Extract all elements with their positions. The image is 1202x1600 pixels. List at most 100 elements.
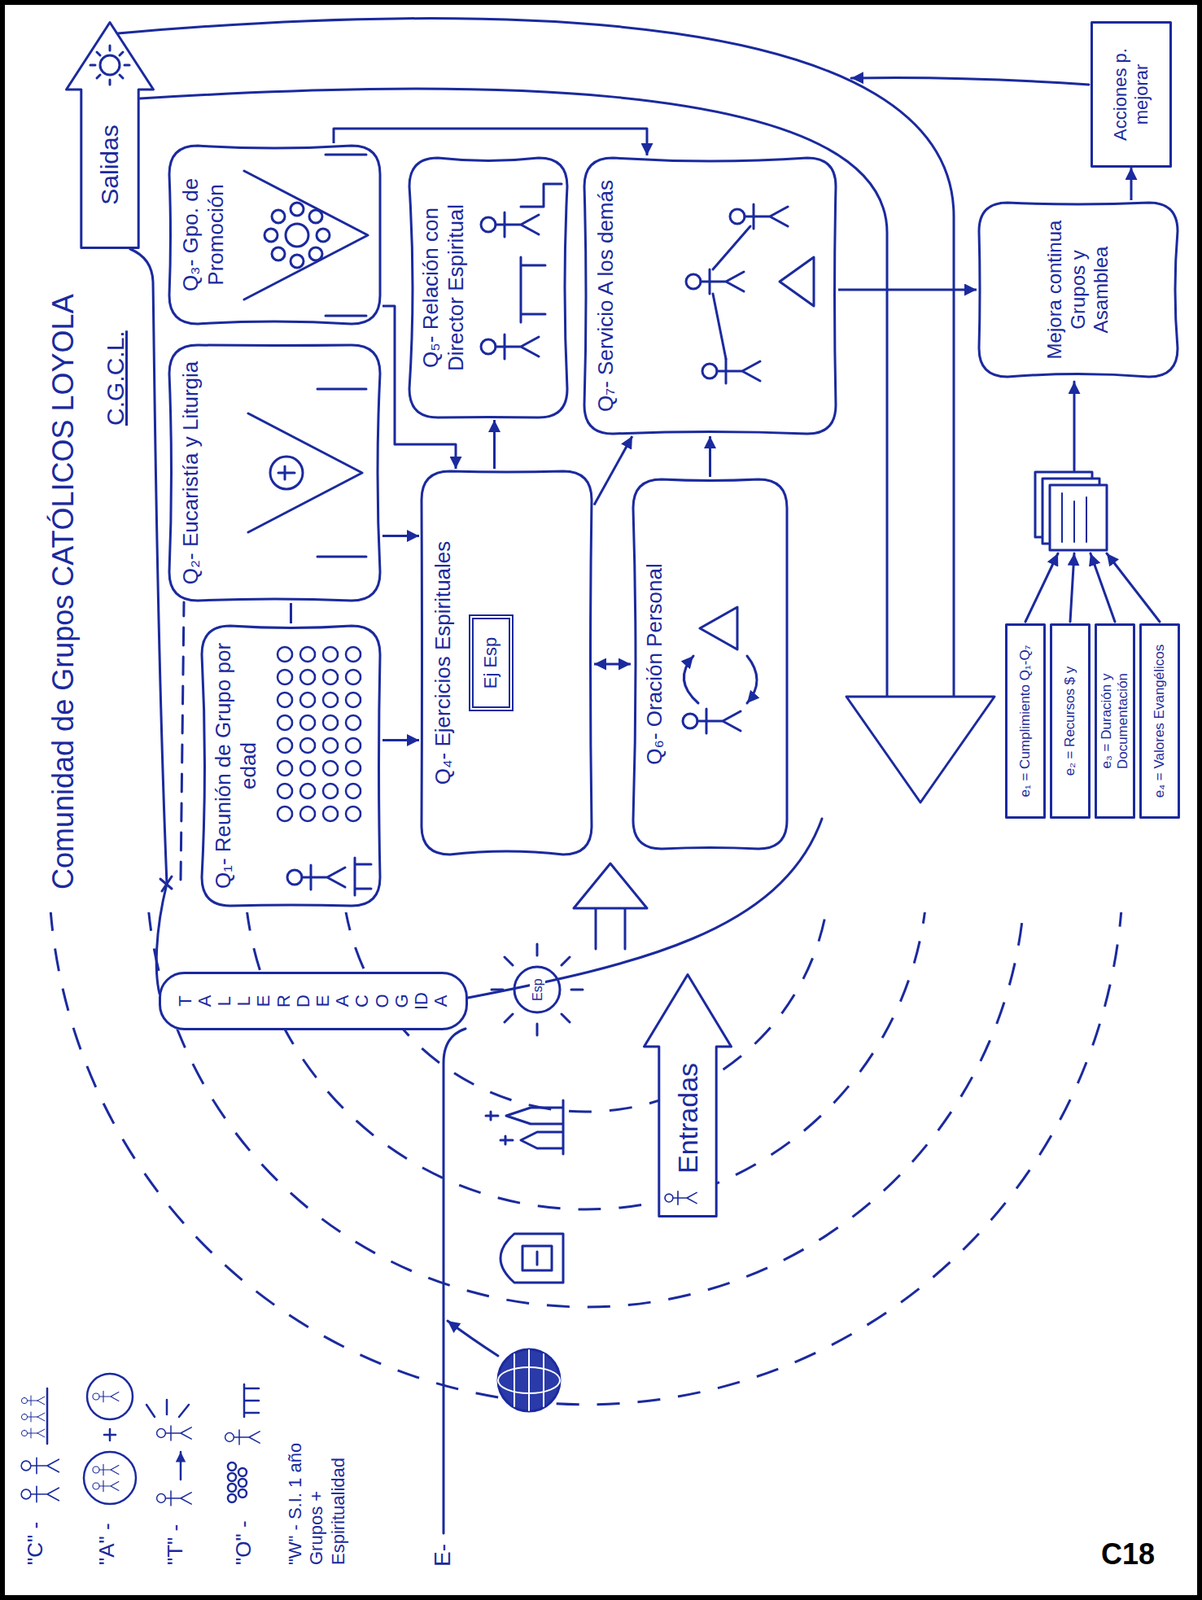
hollow-arrow: [573, 863, 647, 909]
chalice-drawing: [278, 389, 367, 557]
legend-symbol: [46, 1388, 49, 1444]
legend-symbol: [238, 1489, 247, 1498]
globe-icon: [498, 1349, 560, 1412]
stack-arrow: [1073, 381, 1076, 471]
process-blob-outline: [584, 157, 836, 434]
process-blob: Q₆- Oración Personal: [630, 476, 790, 852]
node-text: Q₅- Relación con Director Espiritual: [418, 168, 469, 407]
direction-drawing: [480, 334, 539, 359]
prayer-drawing: [682, 607, 757, 734]
hollow-arrow: [573, 863, 647, 949]
node-content: Q₃- Gpo. de Promoción: [166, 143, 383, 327]
sketch-line: [21, 18, 1160, 1534]
exit-line: [130, 249, 167, 884]
prayer-drawing: [699, 607, 738, 650]
process-blob-outline: [581, 155, 839, 437]
flow-connector: [289, 603, 293, 624]
criteria-arrow: [1106, 553, 1160, 622]
service-drawing: [702, 358, 761, 384]
feedback-band: [139, 88, 888, 697]
church-icon: [500, 1233, 564, 1283]
process-blob-outline: [169, 145, 381, 324]
round-table-drawing: [271, 247, 285, 261]
service-drawing: [686, 204, 814, 384]
node-text: Entradas: [671, 1054, 705, 1182]
node-text: Salidas: [95, 98, 125, 232]
group-meeting-drawing: [354, 857, 372, 896]
node-text: e₃ = Duración y Documentación: [1098, 629, 1133, 813]
node-content: Q₆- Oración Personal: [630, 476, 790, 852]
cathedral-icon: [485, 1100, 564, 1154]
round-table-drawing: [244, 154, 368, 316]
prayer-drawing: [683, 655, 699, 704]
dashed-link: [180, 602, 184, 880]
legend-symbol: [179, 1451, 183, 1480]
flow-connector: [382, 534, 420, 538]
shape-ground: [65, 21, 155, 250]
process-blob: Q₁- Reunión de Grupo por edad: [199, 623, 383, 909]
node-content: Salidas: [65, 21, 155, 250]
action-box: Acciones p. mejorar: [1090, 21, 1172, 168]
service-drawing: [729, 204, 788, 229]
group-meeting-drawing: [273, 642, 372, 896]
entry-path: [443, 1028, 466, 1534]
flow-connector: [333, 128, 647, 156]
node-text: e₁ = Cumplimiento Q₁-Q₇: [1017, 629, 1034, 813]
criteria-box-outline: [1096, 625, 1135, 818]
legend-symbol: [157, 1490, 193, 1506]
node-text: Q₁- Reunión de Grupo por edad: [210, 636, 262, 896]
legend-symbol: [92, 1464, 119, 1476]
prayer-drawing: [682, 708, 741, 734]
flow-connector: [594, 436, 633, 506]
sun-icon: [514, 966, 560, 1013]
node-content: Q₂- Eucaristía y Liturgia: [166, 342, 383, 604]
shape-ground: [642, 973, 733, 1218]
icon-label: Esp: [529, 975, 546, 1004]
round-table-drawing: [244, 154, 368, 316]
entry-mark: E-: [428, 1541, 457, 1570]
criteria-box: e₂ = Recursos $ y: [1049, 623, 1091, 819]
node-content: e₃ = Duración y Documentación: [1094, 623, 1136, 819]
node-content: Mejora continua Grupos y Asamblea: [976, 200, 1181, 380]
node-content: Q₄- Ejercicios EspiritualesEj Esp: [419, 468, 595, 857]
feedback-arrow: [851, 77, 1089, 85]
legend-symbol: [83, 1451, 136, 1504]
criteria-box-outline: [1051, 625, 1090, 818]
round-table-drawing: [309, 247, 323, 261]
direction-drawing: [480, 212, 539, 237]
legend-symbol: [87, 1373, 133, 1420]
node-text: e₂ = Recursos $ y: [1062, 629, 1079, 813]
globe-icon: [514, 1350, 544, 1411]
direction-drawing: [480, 183, 562, 359]
node-text: e₄ = Valores Evangélicos: [1151, 629, 1168, 813]
diagram-title: Comunidad de Grupos CATÓLICOS LOYOLA: [45, 291, 81, 892]
globe-icon: [498, 1349, 560, 1412]
round-table-drawing: [271, 209, 285, 223]
intake-line: [156, 883, 167, 994]
chalice-drawing: [248, 413, 363, 533]
legend-symbol: [225, 1429, 261, 1445]
action-box-outline: [1092, 22, 1172, 167]
group-meeting-drawing: [287, 865, 346, 890]
process-blob-outline: [201, 625, 381, 906]
criteria-box: e₄ = Valores Evangélicos: [1139, 623, 1181, 819]
node-text: Acciones p. mejorar: [1110, 29, 1154, 160]
chalice-drawing: [248, 389, 367, 557]
node-content: Q₇- Servicio A los demás: [581, 155, 839, 437]
flow-connector: [382, 738, 420, 742]
document-stack: [1062, 493, 1087, 542]
process-blob: Q₃- Gpo. de Promoción: [166, 143, 383, 327]
process-blob: Q₇- Servicio A los demás: [581, 155, 839, 437]
legend-symbol: [227, 1462, 237, 1471]
legend-entry: "O" -: [231, 1517, 257, 1568]
hollow-arrow: [595, 908, 626, 949]
flow-connector: [493, 419, 496, 469]
node-text: Q₇- Servicio A los demás: [593, 168, 619, 424]
legend-symbol: [146, 1399, 189, 1417]
flow-connector: [1130, 167, 1133, 201]
criteria-arrow: [1025, 553, 1058, 622]
legend-entry: "W" - S.I. 1 año Grupos + Espiritualidad: [284, 1395, 350, 1568]
node-content: TALLER DE ACOGIDA: [158, 971, 468, 1031]
